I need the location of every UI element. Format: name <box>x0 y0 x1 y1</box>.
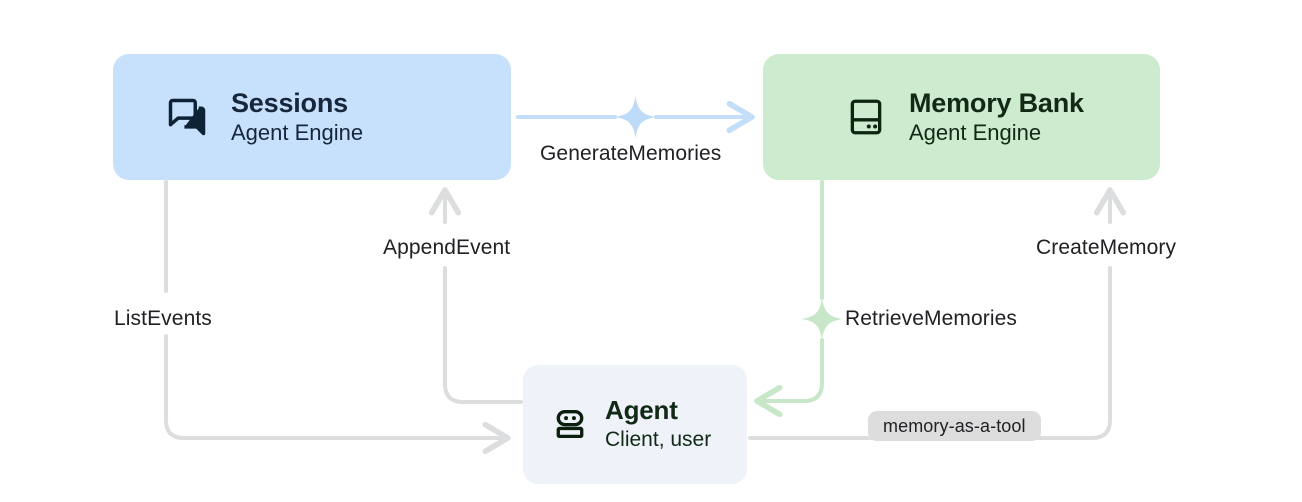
edge-retrieve-memories <box>757 180 843 401</box>
edge-create-memory <box>748 190 1110 440</box>
edge-label-retrieve-memories: RetrieveMemories <box>845 307 1017 330</box>
node-memory-bank-title: Memory Bank <box>909 87 1084 118</box>
edge-label-generate-memories: GenerateMemories <box>540 142 722 165</box>
sparkle-icon-blue <box>614 96 657 138</box>
node-sessions-title: Sessions <box>231 87 348 118</box>
node-memory-bank-subtitle: Agent Engine <box>909 119 1042 145</box>
sparkle-icon-green <box>801 298 843 340</box>
edge-label-create-memory: CreateMemory <box>1036 236 1177 259</box>
robot-icon <box>556 410 584 439</box>
edge-list-events <box>164 180 508 438</box>
edge-generate-memories <box>516 96 752 138</box>
node-agent-title: Agent <box>605 395 678 426</box>
chat-bubbles-icon <box>168 98 206 136</box>
node-memory-bank[interactable]: Memory Bank Agent Engine <box>763 54 1160 180</box>
node-sessions[interactable]: Sessions Agent Engine <box>113 54 511 180</box>
memory-bank-storage-icon <box>850 99 882 135</box>
badge-memory-as-a-tool: memory-as-a-tool <box>868 411 1041 441</box>
edge-label-list-events: ListEvents <box>114 307 212 330</box>
edge-label-append-event: AppendEvent <box>383 236 511 259</box>
node-agent[interactable]: Agent Client, user <box>523 365 747 484</box>
node-agent-subtitle: Client, user <box>605 428 712 452</box>
node-sessions-subtitle: Agent Engine <box>231 119 364 145</box>
edge-append-event <box>445 190 523 404</box>
